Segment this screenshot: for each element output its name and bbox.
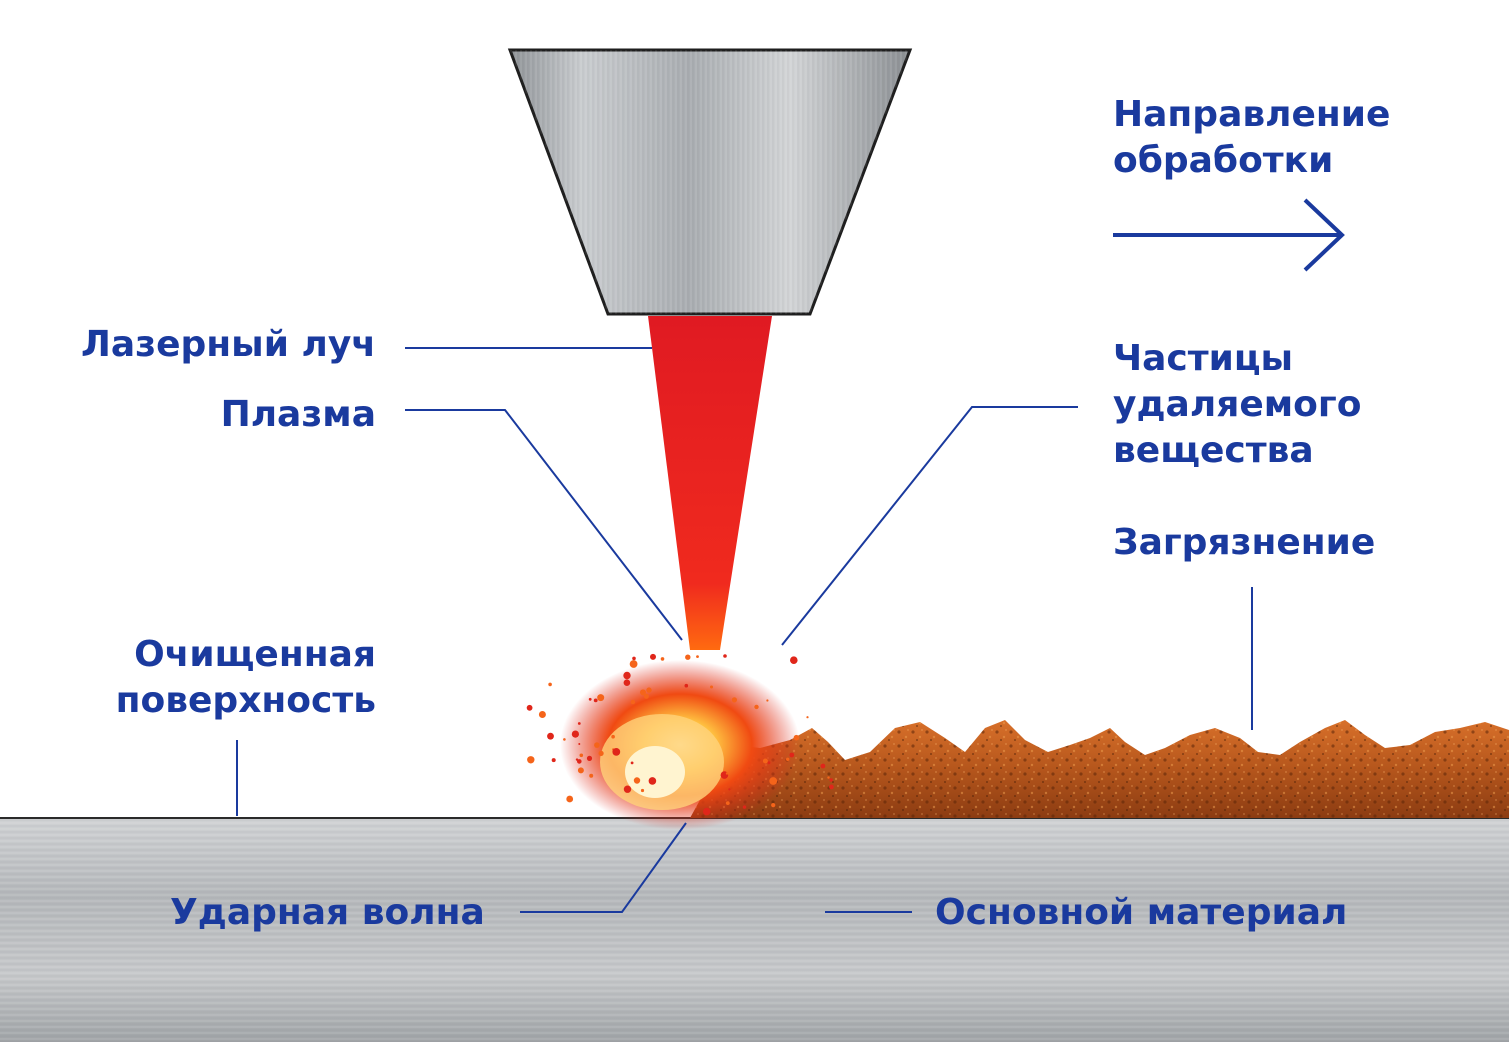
spark bbox=[742, 805, 747, 809]
leader-line-shock-wave bbox=[520, 822, 687, 913]
spark bbox=[806, 716, 809, 719]
spark bbox=[571, 730, 580, 738]
label-shock-wave-text: Ударная волна bbox=[170, 892, 485, 933]
spark bbox=[703, 807, 711, 816]
leader-line-particles bbox=[781, 406, 1078, 646]
spark bbox=[594, 742, 600, 748]
spark bbox=[629, 660, 638, 668]
spark bbox=[526, 704, 533, 711]
spark bbox=[684, 683, 689, 688]
label-particles-line1: Частицы bbox=[1113, 338, 1294, 379]
spark bbox=[633, 777, 641, 784]
spark bbox=[640, 788, 645, 793]
spark bbox=[547, 732, 554, 740]
spark bbox=[725, 801, 730, 805]
spark bbox=[650, 653, 656, 660]
spark bbox=[611, 734, 615, 739]
laser-beam bbox=[648, 316, 772, 650]
label-processing-direction: Направление обработки bbox=[1113, 92, 1390, 184]
label-cleaned-surface-line2: поверхность bbox=[115, 680, 376, 721]
spark bbox=[725, 772, 729, 775]
spark bbox=[640, 689, 646, 696]
label-base-material: Основной материал bbox=[935, 890, 1347, 936]
spark bbox=[632, 656, 636, 661]
label-shock-wave: Ударная волна bbox=[170, 890, 485, 936]
label-cleaned-surface-line1: Очищенная bbox=[134, 634, 376, 675]
spark bbox=[623, 679, 631, 686]
label-plasma: Плазма bbox=[221, 392, 376, 438]
spark bbox=[728, 788, 731, 791]
arrow-right-icon bbox=[1113, 198, 1345, 272]
spark bbox=[527, 756, 535, 764]
label-contamination: Загрязнение bbox=[1113, 520, 1375, 566]
spark bbox=[548, 682, 552, 687]
label-removed-particles: Частицы удаляемого вещества bbox=[1113, 336, 1361, 474]
spark bbox=[696, 655, 699, 658]
label-particles-line2: удаляемого bbox=[1113, 384, 1362, 425]
spark bbox=[829, 778, 833, 782]
spark bbox=[786, 757, 790, 761]
label-contamination-text: Загрязнение bbox=[1113, 522, 1376, 563]
spark bbox=[829, 784, 834, 790]
spark bbox=[623, 671, 631, 680]
spark bbox=[827, 776, 830, 779]
label-base-material-text: Основной материал bbox=[935, 892, 1348, 933]
spark bbox=[566, 795, 574, 803]
label-processing-direction-line2: обработки bbox=[1113, 140, 1334, 181]
leader-line-plasma bbox=[405, 409, 683, 641]
spark bbox=[660, 657, 665, 661]
spark bbox=[793, 734, 800, 741]
spark bbox=[577, 767, 584, 774]
spark bbox=[731, 697, 738, 703]
label-plasma-text: Плазма bbox=[220, 394, 376, 435]
spark bbox=[754, 704, 759, 710]
spark bbox=[586, 755, 593, 762]
spark bbox=[538, 711, 546, 718]
spark bbox=[723, 654, 727, 658]
spark bbox=[579, 753, 584, 758]
label-laser-beam: Лазерный луч bbox=[81, 322, 376, 368]
spark bbox=[789, 752, 795, 758]
laser-nozzle bbox=[507, 48, 913, 316]
spark bbox=[593, 698, 598, 703]
spark bbox=[589, 773, 594, 778]
label-processing-direction-line1: Направление bbox=[1113, 94, 1391, 135]
spark bbox=[762, 758, 768, 764]
spark bbox=[710, 685, 713, 689]
spark bbox=[563, 738, 566, 741]
base-material-block bbox=[0, 817, 1509, 1042]
spark bbox=[790, 656, 798, 664]
spark bbox=[630, 761, 634, 765]
spark bbox=[597, 694, 605, 702]
label-particles-line3: вещества bbox=[1113, 430, 1314, 471]
spark bbox=[551, 758, 556, 763]
spark bbox=[612, 748, 621, 756]
spark bbox=[630, 699, 636, 705]
label-cleaned-surface: Очищенная поверхность bbox=[116, 632, 376, 724]
contamination-layer bbox=[690, 720, 1509, 818]
spark bbox=[766, 699, 769, 702]
spark bbox=[577, 759, 582, 764]
spark bbox=[769, 777, 778, 785]
spark bbox=[623, 785, 632, 793]
spark bbox=[685, 654, 691, 660]
spark bbox=[767, 761, 771, 765]
spark bbox=[577, 722, 581, 725]
spark bbox=[648, 777, 657, 785]
spark bbox=[820, 763, 826, 769]
spark bbox=[588, 697, 592, 701]
spark bbox=[646, 687, 652, 693]
spark bbox=[643, 693, 649, 699]
plasma-burst bbox=[560, 660, 800, 830]
spark bbox=[578, 743, 581, 745]
label-laser-beam-text: Лазерный луч bbox=[80, 324, 376, 365]
spark bbox=[598, 750, 604, 757]
plasma-sparks bbox=[526, 653, 834, 816]
spark bbox=[771, 803, 776, 808]
